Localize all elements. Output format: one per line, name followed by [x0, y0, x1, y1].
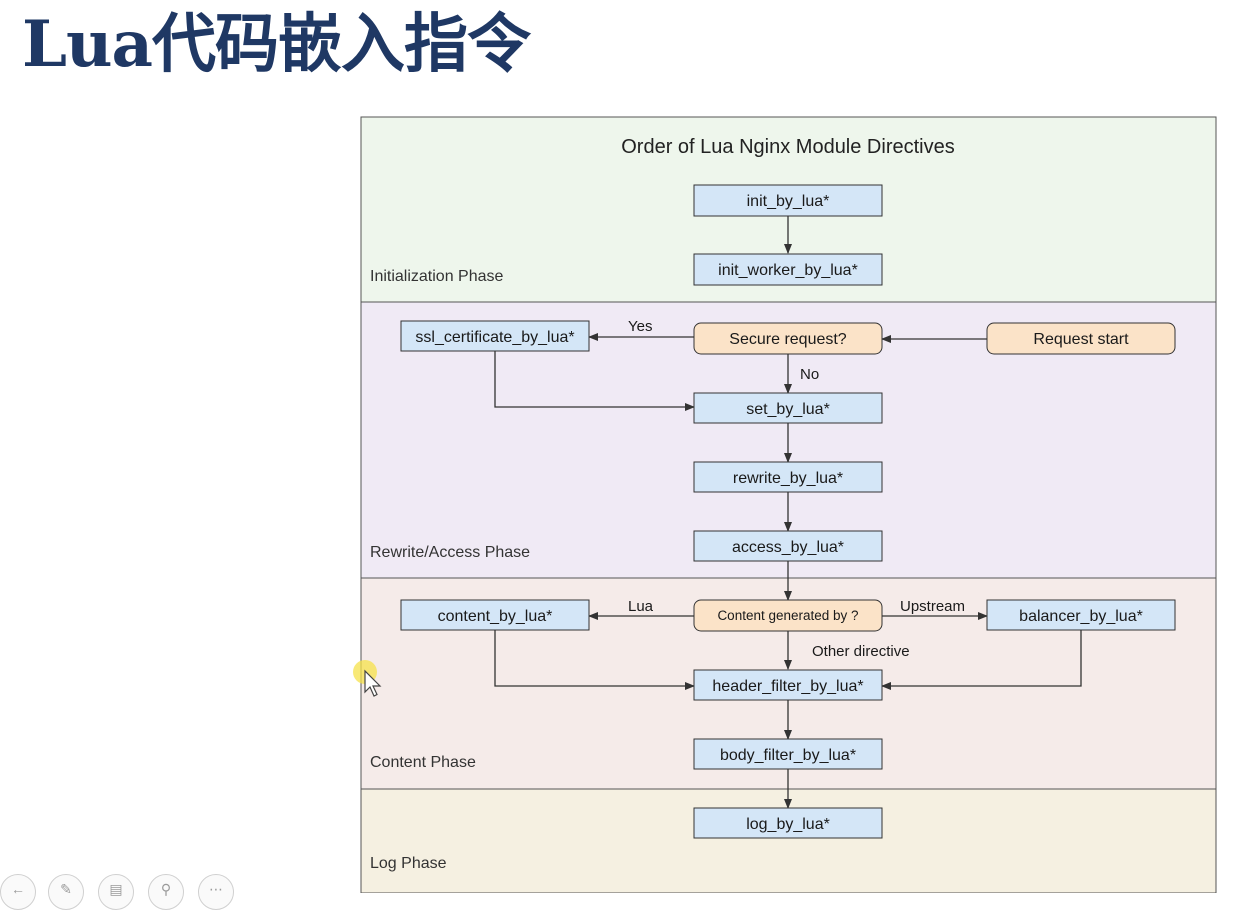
- node-label: access_by_lua*: [732, 539, 844, 556]
- edge-balancer-to-header-filter: [881, 630, 1082, 690]
- node-label: set_by_lua*: [746, 401, 830, 418]
- phase-label-rewrite-access: Rewrite/Access Phase: [370, 544, 530, 561]
- node-log-by-lua: log_by_lua*: [693, 807, 883, 839]
- diagram-title: Order of Lua Nginx Module Directives: [621, 136, 954, 158]
- edge-label-other-directive: Other directive: [812, 643, 910, 660]
- node-ssl-certificate-by-lua: ssl_certificate_by_lua*: [400, 320, 590, 352]
- node-label: rewrite_by_lua*: [733, 470, 843, 487]
- node-request-start: Request start: [986, 322, 1176, 355]
- node-label: content_by_lua*: [438, 608, 553, 625]
- edge-label-upstream: Upstream: [900, 598, 965, 615]
- node-label: header_filter_by_lua*: [712, 678, 863, 695]
- edge-content-to-header-filter: [494, 630, 695, 690]
- node-label: init_worker_by_lua*: [718, 262, 858, 279]
- edge-label-yes: Yes: [628, 318, 652, 335]
- edge-ssl-to-set: [494, 351, 695, 411]
- node-label: log_by_lua*: [746, 816, 830, 833]
- node-label: Content generated by ?: [717, 608, 858, 623]
- node-init-by-lua: init_by_lua*: [693, 184, 883, 217]
- more-icon[interactable]: ⋯: [198, 874, 234, 910]
- node-content-generated-by: Content generated by ?: [693, 599, 883, 632]
- node-access-by-lua: access_by_lua*: [693, 530, 883, 562]
- slide-title: Lua代码嵌入指令: [22, 7, 531, 82]
- slides-icon[interactable]: ▤: [98, 874, 134, 910]
- arrow-left-icon[interactable]: ←: [0, 874, 36, 910]
- phase-label-initialization: Initialization Phase: [370, 268, 504, 285]
- mouse-pointer-icon: [353, 660, 382, 697]
- phase-label-content: Content Phase: [370, 754, 476, 771]
- node-set-by-lua: set_by_lua*: [693, 392, 883, 424]
- node-label: ssl_certificate_by_lua*: [415, 329, 574, 346]
- slide-toolbar: ← ✎ ▤ ⚲ ⋯: [0, 874, 260, 910]
- node-label: Request start: [1033, 331, 1129, 348]
- node-label: Secure request?: [729, 331, 847, 348]
- node-content-by-lua: content_by_lua*: [400, 599, 590, 631]
- node-label: init_by_lua*: [747, 193, 830, 210]
- node-rewrite-by-lua: rewrite_by_lua*: [693, 461, 883, 493]
- phase-label-log: Log Phase: [370, 855, 447, 872]
- edge-label-lua: Lua: [628, 598, 654, 615]
- node-balancer-by-lua: balancer_by_lua*: [986, 599, 1176, 631]
- node-header-filter-by-lua: header_filter_by_lua*: [693, 669, 883, 701]
- node-secure-request: Secure request?: [693, 322, 883, 355]
- node-body-filter-by-lua: body_filter_by_lua*: [693, 738, 883, 770]
- node-label: balancer_by_lua*: [1019, 608, 1143, 625]
- node-label: body_filter_by_lua*: [720, 747, 856, 764]
- edge-label-no: No: [800, 366, 819, 383]
- search-icon[interactable]: ⚲: [148, 874, 184, 910]
- node-init-worker-by-lua: init_worker_by_lua*: [693, 253, 883, 286]
- pen-icon[interactable]: ✎: [48, 874, 84, 910]
